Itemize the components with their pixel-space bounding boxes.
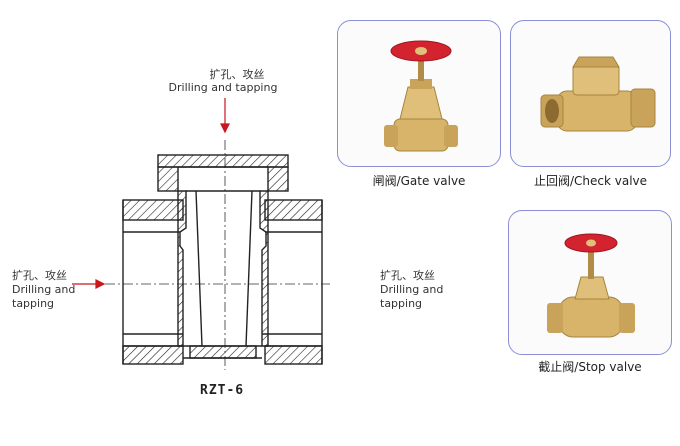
gate-valve-card <box>337 20 501 167</box>
inner-seat <box>177 190 269 359</box>
left-drilling-label: 扩孔、攻丝 Drilling and tapping <box>12 269 76 310</box>
top-collar <box>157 154 289 192</box>
gate-valve-caption: 闸阀/Gate valve <box>372 174 466 188</box>
outer-body <box>122 199 323 365</box>
stop-valve-caption: 截止阀/Stop valve <box>538 360 642 374</box>
stop-valve-photo-icon <box>547 233 635 338</box>
check-valve-caption: 止回阀/Check valve <box>533 174 648 188</box>
center-lines <box>105 140 330 370</box>
right-drilling-label: 扩孔、攻丝 Drilling and tapping <box>380 269 444 310</box>
model-number: RZT-6 <box>200 383 245 398</box>
top-label-cn: 扩孔、攻丝 <box>209 68 265 81</box>
top-drilling-label: 扩孔、攻丝 <box>192 68 282 82</box>
top-drilling-label-en: Drilling and tapping <box>168 81 278 94</box>
check-valve-photo-icon <box>540 56 656 132</box>
gate-valve-photo-icon <box>384 40 458 152</box>
valve-body-drawing <box>72 98 330 370</box>
stop-valve-card <box>508 210 672 355</box>
check-valve-card <box>510 20 671 167</box>
drilling-arrows <box>72 98 230 289</box>
